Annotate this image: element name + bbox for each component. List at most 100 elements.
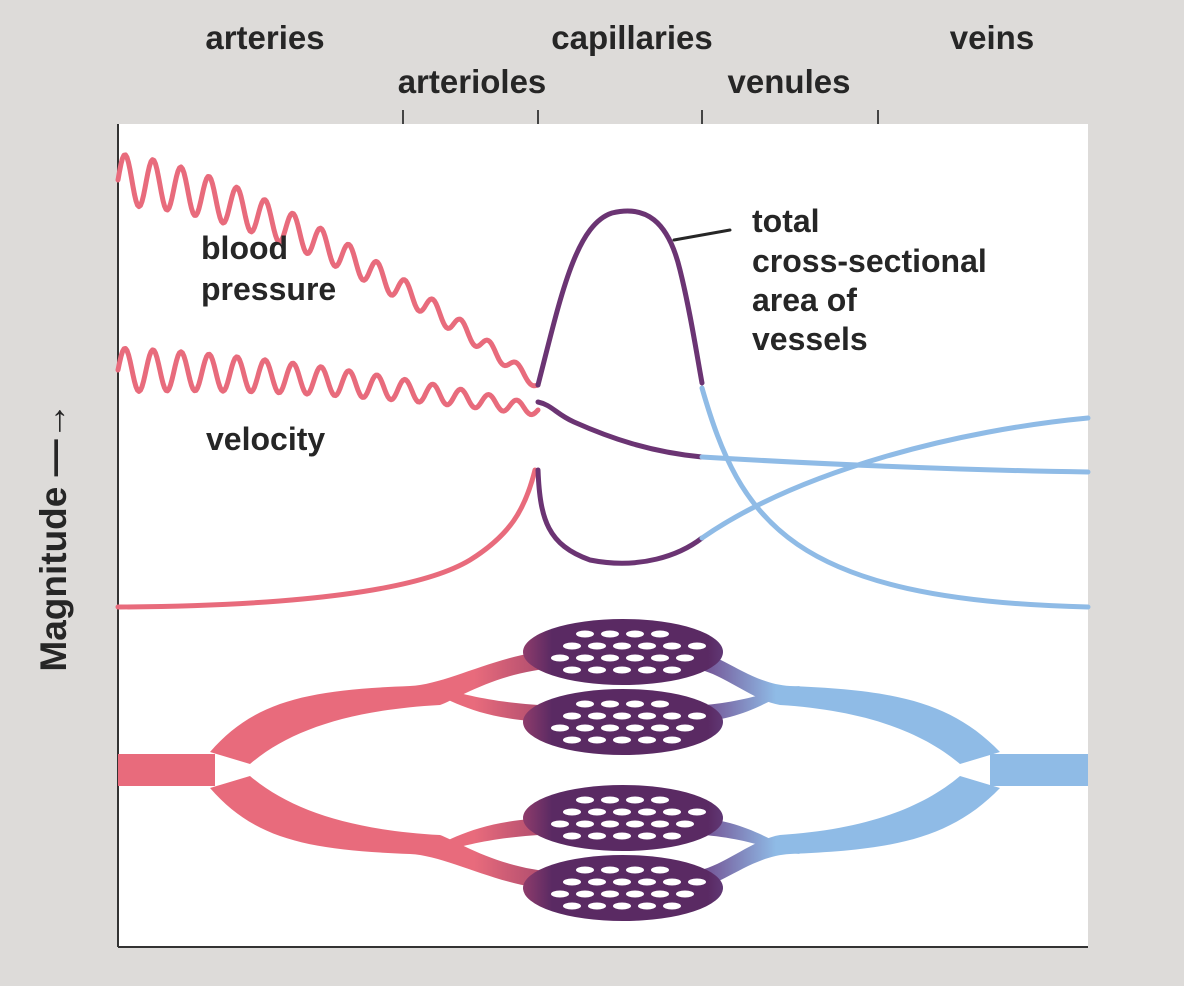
capillary-gap <box>588 878 606 886</box>
capillary-gap <box>651 890 669 898</box>
capillary-gap <box>676 890 694 898</box>
capillary-gap <box>663 902 681 910</box>
capillary-gap <box>638 902 656 910</box>
capillary-gap <box>601 724 619 732</box>
capillary-gap <box>676 820 694 828</box>
capillary-bed <box>523 855 723 921</box>
capillary-gap <box>551 820 569 828</box>
capillary-gap <box>651 866 669 874</box>
label-veins: veins <box>950 19 1034 56</box>
label-arteries: arteries <box>205 19 324 56</box>
vascular-network <box>118 619 1088 921</box>
capillary-gap <box>613 736 631 744</box>
cross-section-capillary-curve <box>535 467 705 566</box>
capillary-bed <box>523 689 723 755</box>
cross-section-venous-curve <box>699 415 1091 541</box>
vessel-tree <box>118 650 1088 890</box>
blood-pressure-curve <box>115 152 541 389</box>
capillary-gap <box>638 832 656 840</box>
capillary-gap <box>638 878 656 886</box>
capillary-gap <box>613 712 631 720</box>
capillary-gap <box>601 820 619 828</box>
capillary-gap <box>551 654 569 662</box>
capillary-gap <box>638 712 656 720</box>
segment-ticks <box>402 110 879 124</box>
capillary-gap <box>601 796 619 804</box>
velocity-venous-segment <box>699 454 1091 475</box>
capillary-gap <box>651 654 669 662</box>
capillary-gap <box>688 808 706 816</box>
capillary-gap <box>576 796 594 804</box>
capillary-gap <box>626 820 644 828</box>
velocity-curve <box>115 346 541 418</box>
capillary-gap <box>638 666 656 674</box>
label-arterioles: arterioles <box>398 63 547 100</box>
capillary-gap <box>626 700 644 708</box>
label-blood-pressure: blood pressure <box>201 230 336 307</box>
capillary-gap <box>651 700 669 708</box>
y-axis-label: Magnitude —→ <box>33 402 74 671</box>
capillary-gap <box>626 866 644 874</box>
cross-section-pointer <box>672 228 732 242</box>
capillary-gap <box>588 712 606 720</box>
capillary-gap <box>563 712 581 720</box>
capillary-gap <box>651 630 669 638</box>
capillary-gap <box>563 642 581 650</box>
capillary-gap <box>588 902 606 910</box>
capillary-gap <box>663 808 681 816</box>
capillary-gap <box>551 724 569 732</box>
capillary-gap <box>663 642 681 650</box>
capillary-bed <box>523 785 723 851</box>
capillary-beds <box>523 619 723 921</box>
capillary-gap <box>613 642 631 650</box>
capillary-gap <box>663 878 681 886</box>
capillary-gap <box>613 666 631 674</box>
capillary-gap <box>563 902 581 910</box>
capillary-gap <box>588 736 606 744</box>
capillary-gap <box>663 666 681 674</box>
capillary-gap <box>563 736 581 744</box>
label-cross-sectional-area: total cross-sectional area of vessels <box>752 203 996 357</box>
capillary-gap <box>688 712 706 720</box>
capillary-gap <box>663 832 681 840</box>
capillary-gap <box>563 808 581 816</box>
capillary-gap <box>588 666 606 674</box>
capillary-gap <box>588 808 606 816</box>
capillary-gap <box>688 642 706 650</box>
label-capillaries: capillaries <box>551 19 712 56</box>
cap-hump-curve <box>535 208 705 388</box>
capillary-gap <box>613 902 631 910</box>
capillary-gap <box>551 890 569 898</box>
capillary-gap <box>576 890 594 898</box>
capillary-gap <box>576 630 594 638</box>
capillary-gap <box>601 700 619 708</box>
capillary-gap <box>663 712 681 720</box>
capillary-gap <box>638 642 656 650</box>
capillary-gap <box>576 820 594 828</box>
capillary-gap <box>663 736 681 744</box>
label-velocity: velocity <box>206 421 325 457</box>
label-venules: venules <box>728 63 851 100</box>
capillary-gap <box>626 630 644 638</box>
capillary-gap <box>601 630 619 638</box>
capillary-gap <box>576 724 594 732</box>
capillary-gap <box>576 700 594 708</box>
capillary-gap <box>651 820 669 828</box>
velocity-capillary-segment <box>535 399 705 460</box>
capillary-gap <box>688 878 706 886</box>
capillary-gap <box>563 878 581 886</box>
capillary-bed <box>523 619 723 685</box>
capillary-gap <box>651 796 669 804</box>
capillary-gap <box>613 808 631 816</box>
capillary-gap <box>626 724 644 732</box>
capillary-gap <box>563 666 581 674</box>
capillary-gap <box>626 890 644 898</box>
capillary-gap <box>626 796 644 804</box>
capillary-gap <box>626 654 644 662</box>
capillary-gap <box>601 890 619 898</box>
capillary-gap <box>638 808 656 816</box>
capillary-gap <box>651 724 669 732</box>
cap-hump-falling-segment <box>699 385 1091 610</box>
capillary-gap <box>563 832 581 840</box>
